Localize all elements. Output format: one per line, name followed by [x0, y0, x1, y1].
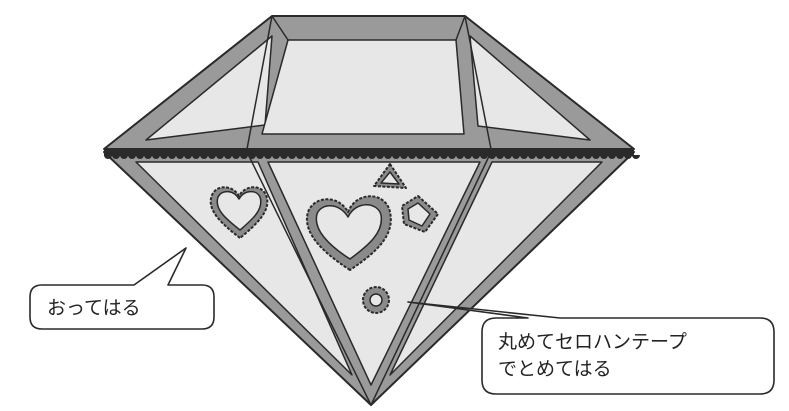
facet-line — [370, 151, 492, 406]
facet-line — [455, 15, 466, 41]
callout-right-line2: でとめてはる — [498, 358, 612, 380]
crown-panel-left — [145, 35, 273, 141]
diamond-crown — [103, 15, 635, 150]
callout-left — [29, 247, 215, 330]
callout-right-line1: 丸めてセロハンテープ — [498, 331, 687, 353]
tape-roll-inner — [369, 293, 383, 307]
facet-line — [246, 151, 372, 406]
pavilion-panel-right — [389, 161, 603, 376]
triangle-cutout-inner — [380, 171, 400, 185]
crown-panel-right — [469, 35, 591, 141]
scalloped-girdle — [104, 148, 640, 159]
facet-line — [271, 15, 289, 41]
facet-line — [246, 15, 273, 150]
pavilion-panel-left — [135, 161, 353, 376]
crown-panel-center — [261, 39, 465, 135]
facet-line — [464, 15, 492, 150]
small-heart-inner — [216, 190, 262, 231]
callout-left-text: おってはる — [47, 297, 141, 319]
callout-right-bubble — [407, 301, 775, 395]
scallop-edge — [104, 155, 640, 159]
callout-right-text: 丸めてセロハンテープ でとめてはる — [498, 329, 687, 383]
large-heart-inner — [315, 204, 383, 260]
callout-right — [407, 301, 775, 395]
pentagon-cutout-inner — [407, 202, 431, 227]
decorations — [209, 163, 439, 314]
callout-left-bubble — [29, 247, 215, 330]
